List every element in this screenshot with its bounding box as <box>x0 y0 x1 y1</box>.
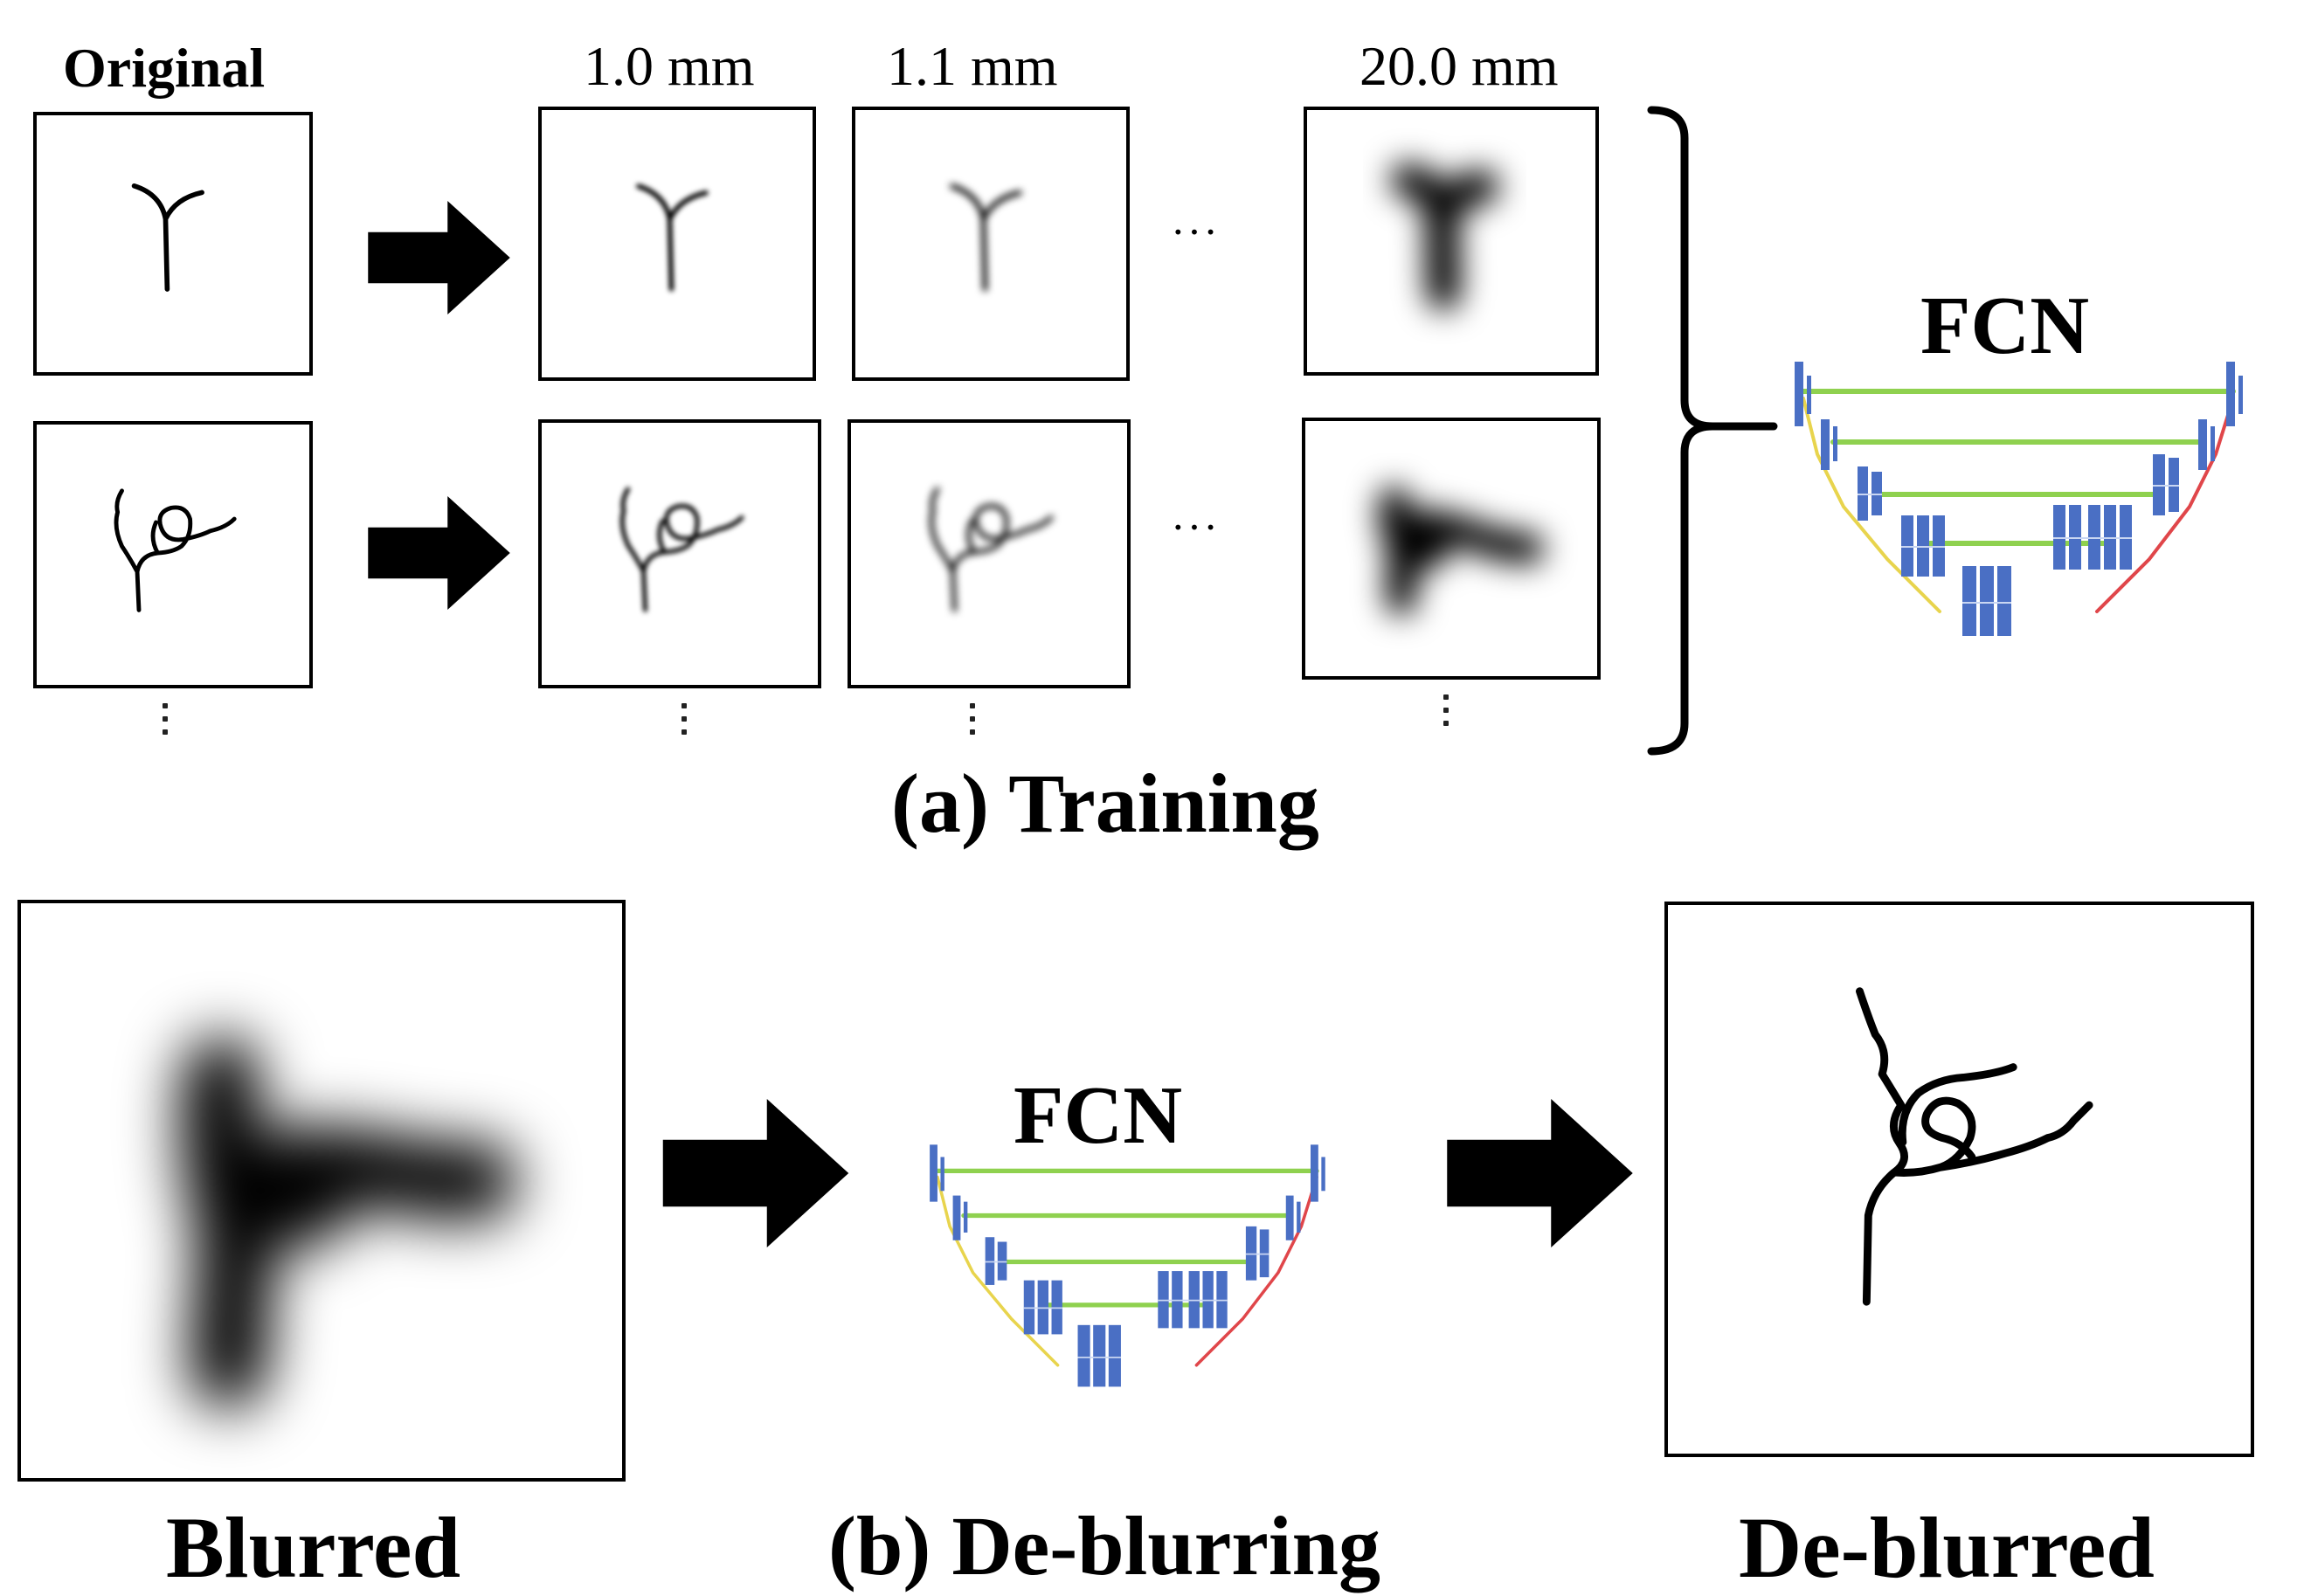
right-bracket-icon <box>1647 106 1778 756</box>
ellipsis-vertical <box>970 703 975 743</box>
label-blurred: Blurred <box>166 1499 461 1596</box>
blurred-image-tree-1-0mm <box>538 107 816 381</box>
caption-deblurring: (b) De-blurring <box>828 1499 1380 1593</box>
deblurred-output-image <box>1664 902 2254 1457</box>
fcn-label-deblurring: FCN <box>1014 1070 1183 1161</box>
arrow-right-icon <box>1447 1099 1633 1247</box>
blurred-input-image <box>17 900 626 1482</box>
blurred-image-tree-20mm <box>1304 107 1599 376</box>
caption-training: (a) Training <box>891 757 1319 850</box>
header-blur-20mm: 20.0 mm <box>1360 35 1559 97</box>
header-blur-1-1mm: 1.1 mm <box>887 35 1058 97</box>
header-blur-1-0mm: 1.0 mm <box>584 35 755 97</box>
original-image-tree <box>33 112 313 376</box>
ellipsis-vertical <box>681 703 687 743</box>
blurred-image-tree-1-1mm <box>852 107 1130 381</box>
unet-icon <box>1791 349 2245 646</box>
original-image-curly <box>33 421 313 688</box>
arrow-right-icon <box>368 201 510 314</box>
ellipsis-horizontal: ··· <box>1171 502 1220 551</box>
header-original: Original <box>63 37 266 99</box>
blurred-image-curly-1-0mm <box>538 419 821 688</box>
blurred-image-curly-1-1mm <box>848 419 1131 688</box>
ellipsis-horizontal: ··· <box>1171 207 1220 256</box>
ellipsis-vertical <box>163 703 168 743</box>
ellipsis-vertical <box>1443 694 1449 734</box>
arrow-right-icon <box>368 496 510 610</box>
unet-icon <box>882 1134 1372 1396</box>
arrow-right-icon <box>662 1099 849 1247</box>
blurred-image-curly-20mm <box>1302 418 1601 680</box>
fcn-label-training: FCN <box>1920 280 2090 371</box>
label-deblurred: De-blurred <box>1739 1499 2155 1596</box>
